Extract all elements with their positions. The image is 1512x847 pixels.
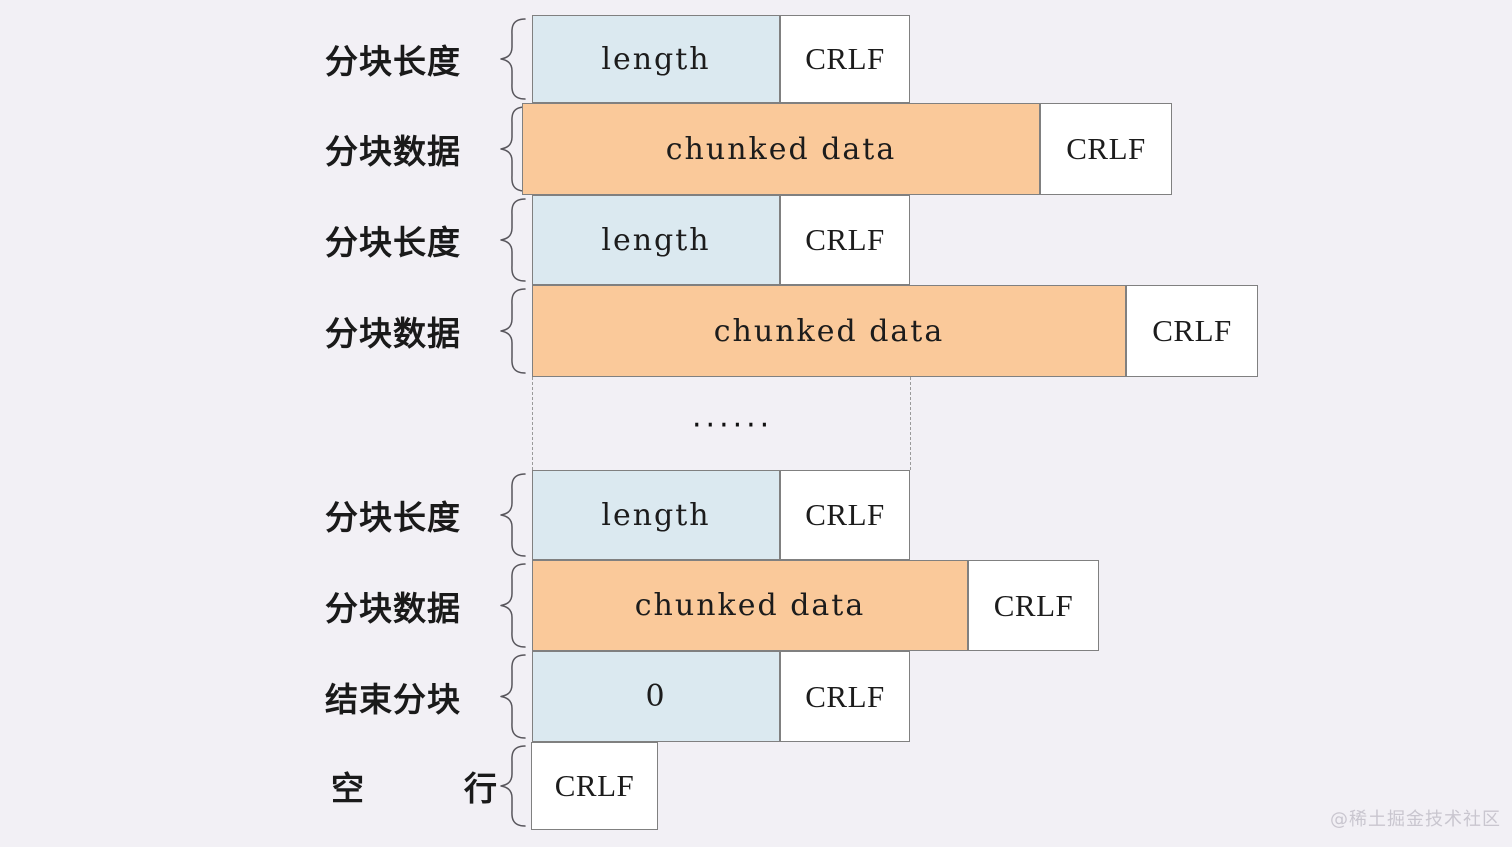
cell-chunk-data-1-1: CRLF (1040, 103, 1172, 195)
cell-chunk-length-1-0: length (532, 15, 780, 103)
row-label-chunk-data-n: 分块数据 (325, 588, 461, 628)
row-label-blank-line: 空行 (325, 742, 497, 830)
curly-brace-icon (500, 744, 526, 828)
cell-terminating-chunk-1: CRLF (780, 651, 910, 742)
cell-chunk-length-1-1: CRLF (780, 15, 910, 103)
curly-brace-icon (500, 197, 526, 283)
curly-brace-icon (500, 472, 526, 558)
row-label-chunk-data-2: 分块数据 (325, 314, 461, 353)
cell-chunk-data-2-1: CRLF (1126, 285, 1258, 377)
dashed-guide-right (910, 377, 911, 470)
curly-brace-icon (500, 17, 526, 101)
cell-chunk-data-n-0: chunked data (532, 560, 968, 651)
curly-brace-icon (500, 653, 526, 740)
cell-chunk-data-1-0: chunked data (522, 103, 1040, 195)
ellipsis-continuation: ······ (692, 408, 774, 443)
cell-chunk-data-n-1: CRLF (968, 560, 1099, 651)
cell-chunk-length-n-0: length (532, 470, 780, 560)
row-label-chunk-length-1: 分块长度 (325, 42, 461, 81)
curly-brace-icon (500, 562, 526, 649)
cell-chunk-data-2-0: chunked data (532, 285, 1126, 377)
curly-brace-icon (500, 287, 526, 375)
row-label-chunk-data-1: 分块数据 (325, 132, 461, 171)
row-label-chunk-length-2: 分块长度 (325, 223, 461, 262)
cell-blank-line-0: CRLF (531, 742, 658, 830)
dashed-guide-left (532, 377, 533, 470)
curly-brace-icon (500, 105, 526, 193)
cell-chunk-length-2-1: CRLF (780, 195, 910, 285)
label-char: 行 (464, 769, 497, 808)
cell-terminating-chunk-0: 0 (532, 651, 780, 742)
cell-chunk-length-n-1: CRLF (780, 470, 910, 560)
watermark: @稀土掘金技术社区 (1330, 809, 1501, 830)
row-label-chunk-length-n: 分块长度 (325, 498, 461, 537)
label-char: 空 (331, 769, 364, 808)
cell-chunk-length-2-0: length (532, 195, 780, 285)
row-label-terminating-chunk: 结束分块 (325, 679, 461, 719)
